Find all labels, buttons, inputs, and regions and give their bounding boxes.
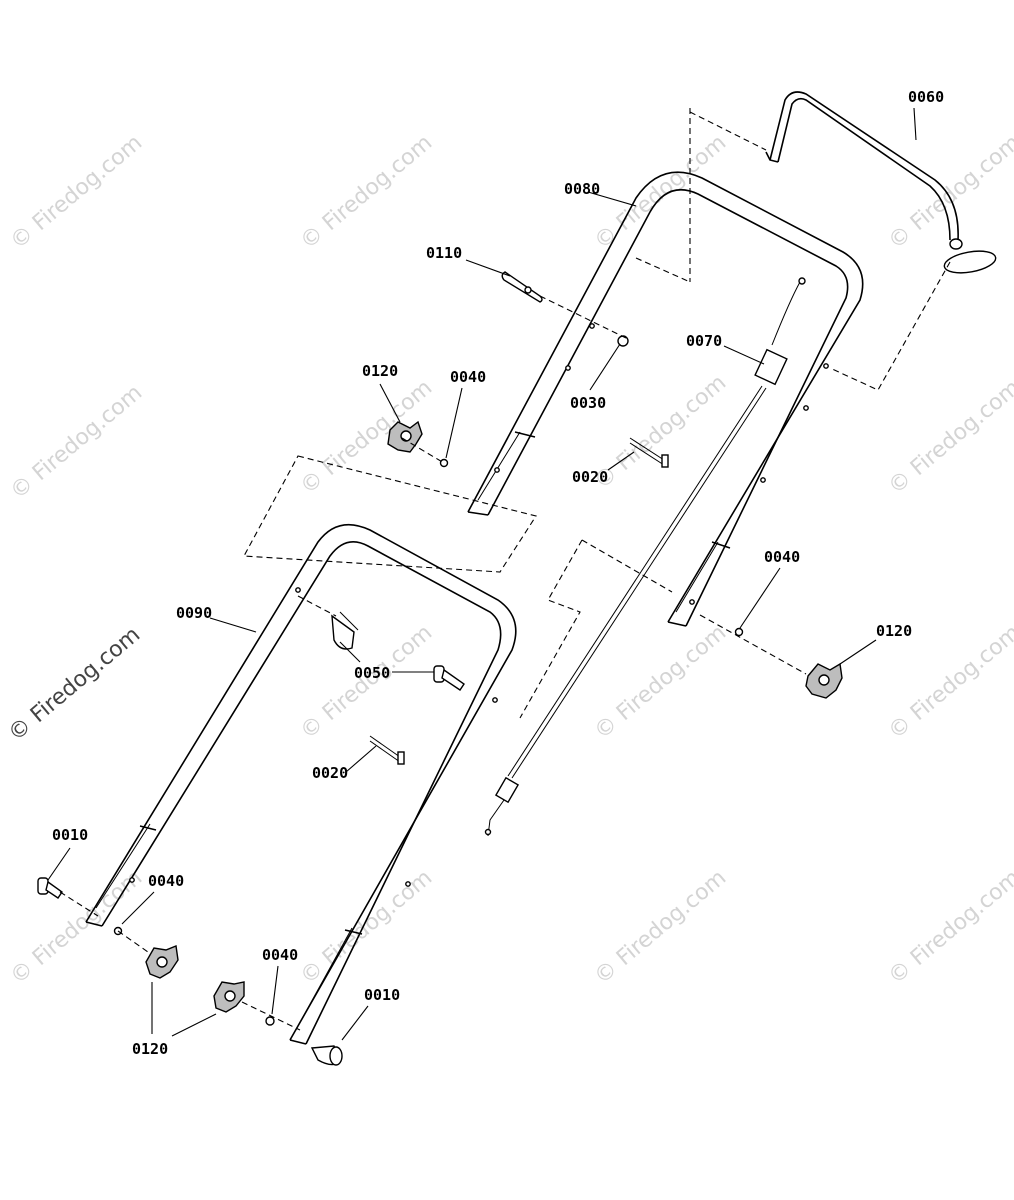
leader-lines bbox=[47, 107, 917, 1041]
washer-0040-right bbox=[734, 627, 744, 637]
knob-0120-top bbox=[387, 420, 423, 453]
label-0060: 0060 bbox=[908, 88, 944, 106]
washer-0040-bottom bbox=[265, 1016, 275, 1026]
part-labels: 0060 0080 0110 0070 0030 0120 0040 0020 … bbox=[52, 88, 944, 1058]
label-0120-top: 0120 bbox=[362, 362, 398, 380]
bolt-0020-upper bbox=[629, 437, 669, 468]
watermark-14: © Firedog.com bbox=[590, 865, 731, 989]
watermark-3: © Firedog.com bbox=[590, 130, 731, 254]
bail-0060 bbox=[765, 91, 997, 274]
watermark-2: © Firedog.com bbox=[296, 130, 437, 254]
knob-0120-right bbox=[805, 662, 843, 699]
label-0040-top: 0040 bbox=[450, 368, 486, 386]
label-0120-right: 0120 bbox=[876, 622, 912, 640]
clip-0110 bbox=[501, 271, 543, 303]
watermark-12: © Firedog.com bbox=[6, 865, 147, 989]
label-0120-bottom: 0120 bbox=[132, 1040, 168, 1058]
carriage-bolt-0050-a bbox=[331, 611, 359, 650]
watermark-1: © Firedog.com bbox=[6, 130, 147, 254]
carriage-bolt-0050-b bbox=[433, 665, 465, 691]
label-0010-right: 0010 bbox=[364, 986, 400, 1004]
watermark-9: © Firedog.com bbox=[296, 620, 437, 744]
watermark-4: © Firedog.com bbox=[884, 130, 1014, 254]
label-0030: 0030 bbox=[570, 394, 606, 412]
bolt-0020-lower bbox=[369, 735, 405, 765]
watermark-13: © Firedog.com bbox=[296, 865, 437, 989]
label-0040-right: 0040 bbox=[764, 548, 800, 566]
label-0080: 0080 bbox=[564, 180, 600, 198]
washer-0040-top bbox=[439, 458, 449, 468]
knob-0120-left bbox=[145, 945, 179, 979]
label-0090: 0090 bbox=[176, 604, 212, 622]
lower-handle-0090 bbox=[85, 523, 517, 1045]
label-0050: 0050 bbox=[354, 664, 390, 682]
label-0020-upper: 0020 bbox=[572, 468, 608, 486]
watermark-7: © Firedog.com bbox=[590, 370, 731, 494]
cable-0070 bbox=[484, 277, 806, 837]
knob-0120-bottom bbox=[213, 981, 245, 1013]
watermark-8: © Firedog.com bbox=[884, 375, 1014, 499]
dashed-assembly-lines bbox=[59, 108, 951, 1031]
upper-handle-0080 bbox=[467, 171, 864, 627]
label-0110: 0110 bbox=[426, 244, 462, 262]
label-0040-left: 0040 bbox=[148, 872, 184, 890]
bolt-0010-left bbox=[37, 877, 63, 899]
label-0070: 0070 bbox=[686, 332, 722, 350]
label-0010-left: 0010 bbox=[52, 826, 88, 844]
watermark-main: © Firedog.com bbox=[4, 622, 145, 746]
watermark-15: © Firedog.com bbox=[884, 865, 1014, 989]
label-0020-lower: 0020 bbox=[312, 764, 348, 782]
watermark-5: © Firedog.com bbox=[6, 380, 147, 504]
watermark-layer: © Firedog.com © Firedog.com © Firedog.co… bbox=[6, 130, 1014, 989]
label-0040-bottom: 0040 bbox=[262, 946, 298, 964]
watermark-10: © Firedog.com bbox=[590, 620, 731, 744]
bolt-0010-right bbox=[310, 1045, 343, 1066]
